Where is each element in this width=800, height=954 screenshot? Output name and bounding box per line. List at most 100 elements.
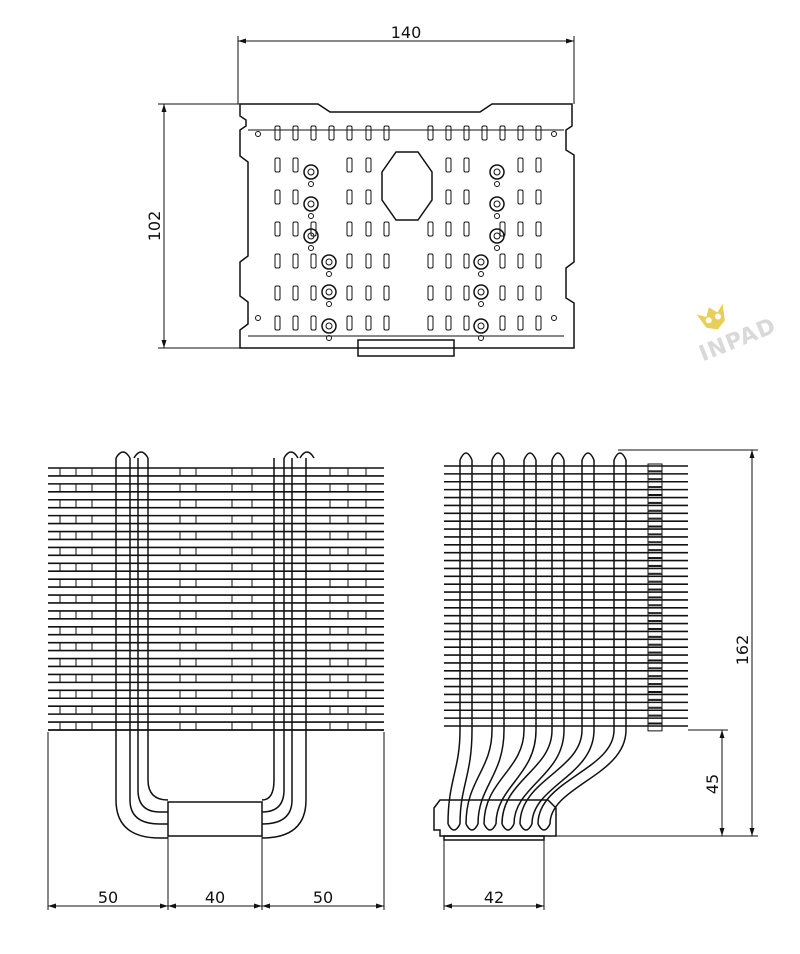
top-corner-hole [551,315,557,321]
side-fin-tab [647,573,663,582]
front-base-block [167,801,263,837]
screw-hole-inner [493,168,501,176]
side-fin-tab [647,526,663,535]
screw-hole-inner [325,322,333,330]
screw-hole-inner [307,168,315,176]
top-height-label: 102 [145,211,164,242]
side-pipe-bend [459,729,473,825]
side-fin-tab [647,558,663,566]
side-pipe-bend [483,729,525,825]
top-slot [535,189,542,205]
side-fin-tab [647,518,663,527]
side-fin-tab [647,502,663,511]
top-slot [535,315,542,331]
screw-hole-inner [493,232,501,240]
screw-hole-small [494,181,500,187]
top-slot [427,221,434,237]
side-pipe-end [483,823,497,831]
top-slot [535,157,542,173]
top-slot [292,157,299,173]
top-slot [499,285,506,301]
side-fin-tab [647,723,663,732]
side-fin-tab [647,471,663,480]
screw-hole-small [478,271,484,277]
side-fin-tab [647,699,663,708]
side-fin-tab [647,463,663,472]
owl-logo-icon [696,303,725,330]
side-fin-tab [647,605,663,614]
side-fin-tab [647,621,663,629]
top-slot [346,253,353,269]
side-base-width-label: 42 [484,888,504,907]
side-pipe-bend [519,729,583,825]
screw-hole [303,228,319,244]
side-fin-tab [647,613,663,622]
top-slot [535,285,542,301]
top-slot [383,253,390,269]
screw-hole-inner [477,322,485,330]
top-slot [346,221,353,237]
top-slot [445,315,452,331]
screw-hole-inner [493,200,501,208]
side-pipe-end [465,823,479,831]
front-dim-right-label: 50 [313,888,333,907]
top-slot [445,285,452,301]
top-slot [499,125,506,141]
top-slot [310,125,317,141]
screw-hole-small [478,301,484,307]
top-slot [535,253,542,269]
top-slot [499,253,506,269]
side-pipe-bend [447,729,461,825]
screw-hole [473,254,489,270]
top-slot [445,253,452,269]
top-slot [365,189,372,205]
top-slot [383,285,390,301]
side-fin-tab [647,479,663,488]
top-slot [310,285,317,301]
side-fin-tab [647,581,663,590]
top-slot [463,125,470,141]
front-dim-center-label: 40 [205,888,225,907]
top-slot [427,125,434,141]
top-slot [463,285,470,301]
top-slot [383,221,390,237]
side-fin-stack [444,463,688,732]
side-fin-tab [647,510,663,519]
top-slot [517,157,524,173]
side-pipe-bend [549,729,627,825]
screw-hole-inner [477,258,485,266]
top-slot [445,189,452,205]
front-dim-left-label: 50 [98,888,118,907]
top-slot [535,221,542,237]
side-fin-tab [647,628,663,637]
top-slot [365,125,372,141]
top-corner-hole [255,131,261,137]
side-pipe-bend [531,729,595,825]
side-fin-tab [647,636,663,645]
side-fin-tab [647,565,663,574]
side-fin-tab [647,597,663,606]
screw-hole [303,196,319,212]
side-pipe-end [501,823,515,831]
screw-hole-inner [307,232,315,240]
top-slot [274,315,281,331]
top-slot [463,157,470,173]
top-slot [517,189,524,205]
top-slot [292,253,299,269]
side-fin-tab [647,495,663,503]
side-pipe-end [519,823,533,831]
screw-hole-small [494,245,500,251]
top-center-cutout [381,151,433,221]
screw-hole-small [308,245,314,251]
top-slot [535,125,542,141]
screw-hole [303,164,319,180]
top-slot [328,125,335,141]
side-base-dimension: 42 [443,840,545,910]
side-pipe-cap [491,452,505,461]
screw-hole-small [326,335,332,341]
top-slot [365,221,372,237]
top-corner-hole [551,131,557,137]
front-fin-stack [48,467,384,731]
top-slot [346,125,353,141]
